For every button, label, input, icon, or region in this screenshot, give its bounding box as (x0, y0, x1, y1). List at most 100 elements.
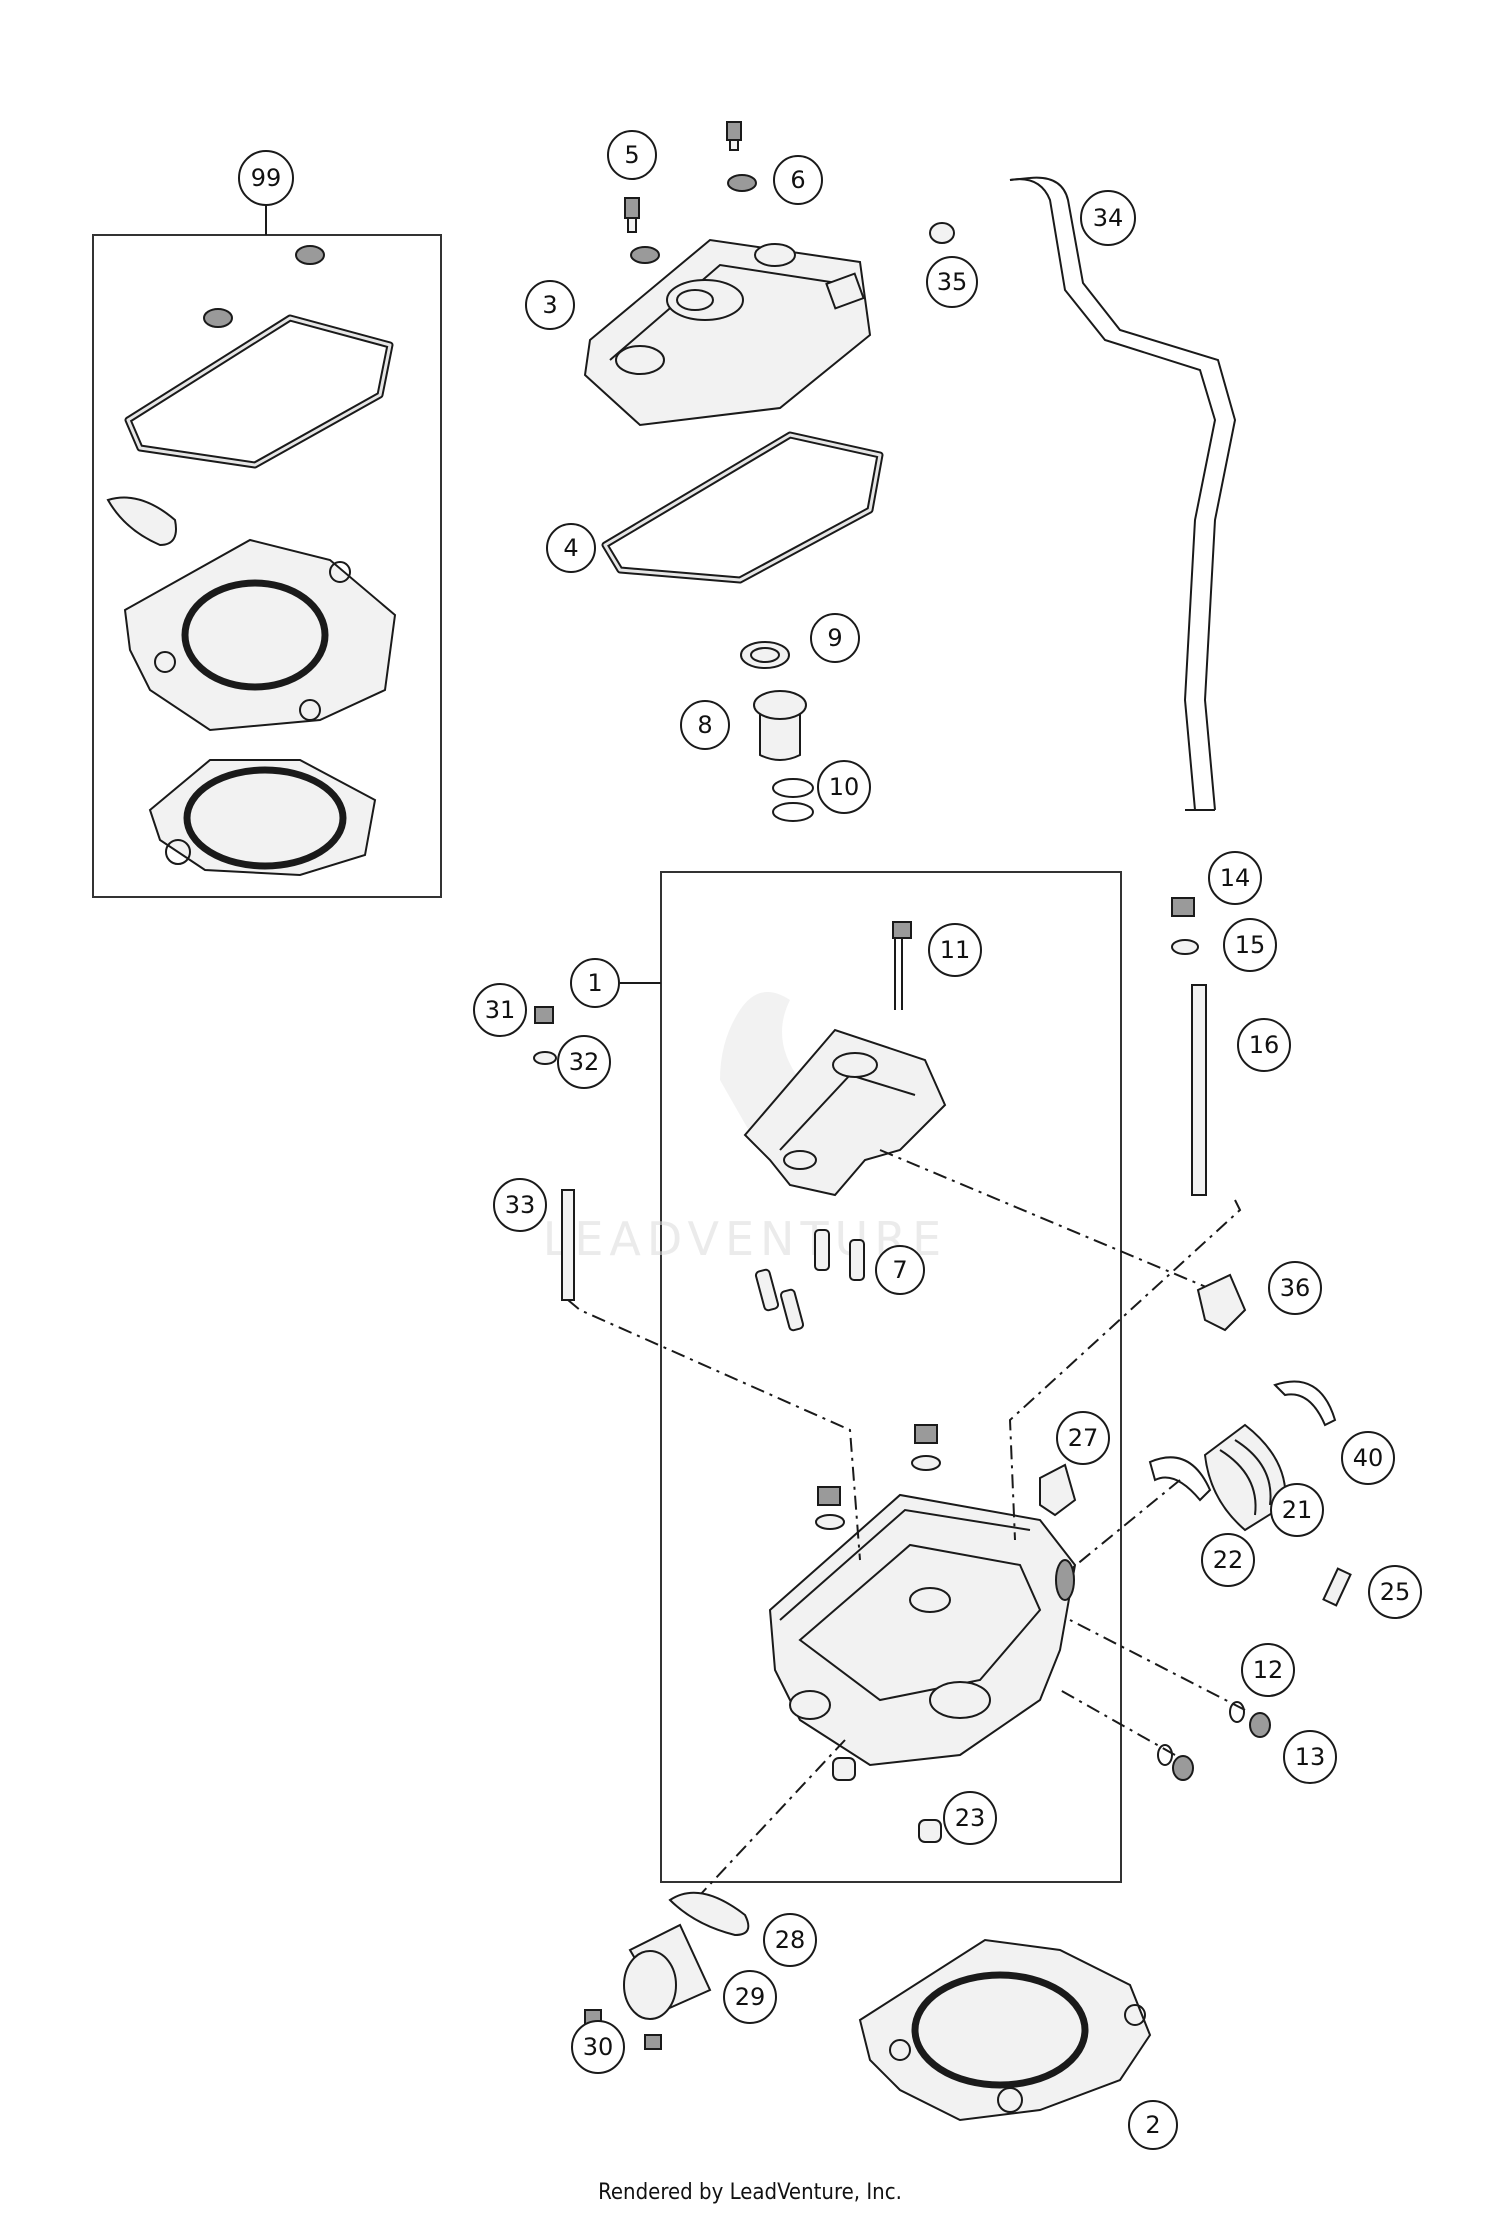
washer-32 (533, 1051, 557, 1065)
bolt-30b (644, 2034, 662, 2050)
svg-text:27: 27 (1068, 1424, 1099, 1452)
svg-text:16: 16 (1249, 1031, 1280, 1059)
o-ring-12 (1229, 1701, 1245, 1723)
bolt-5 (624, 197, 640, 219)
svg-text:7: 7 (892, 1256, 907, 1284)
callout-3: 3 (525, 280, 575, 330)
svg-text:15: 15 (1235, 931, 1266, 959)
valve-cover (583, 238, 872, 427)
svg-text:10: 10 (829, 773, 860, 801)
plug-13a (1249, 1712, 1271, 1738)
guide-3 (754, 1268, 780, 1312)
guide-2 (849, 1239, 865, 1281)
head-gasket-group (858, 1938, 1152, 2122)
callout-27: 27 (1056, 1411, 1110, 1465)
callout-7: 7 (875, 1245, 925, 1295)
callout-30: 30 (571, 2020, 625, 2074)
washer-15 (1171, 939, 1199, 955)
callout-23: 23 (943, 1791, 997, 1845)
svg-text:31: 31 (485, 996, 516, 1024)
callout-40: 40 (1341, 1431, 1395, 1485)
callout-5: 5 (607, 130, 657, 180)
callout-29: 29 (723, 1970, 777, 2024)
nut-upper (914, 1424, 938, 1444)
watermark-text: LEADVENTURE (543, 1212, 948, 1266)
sensor-36 (1196, 1273, 1247, 1332)
plug-23a (832, 1757, 856, 1781)
svg-text:40: 40 (1353, 1444, 1384, 1472)
callout-2: 2 (1128, 2100, 1178, 2150)
hose-clamp-35 (929, 222, 955, 244)
kit-valve-cover-gasket (124, 314, 394, 469)
callout-32: 32 (557, 1035, 611, 1089)
breather-hose (1009, 178, 1217, 811)
svg-text:14: 14 (1220, 864, 1251, 892)
svg-text:5: 5 (624, 141, 639, 169)
callout-11: 11 (928, 923, 982, 977)
callout-34: 34 (1080, 190, 1136, 246)
callout-15: 15 (1223, 918, 1277, 972)
cover-bolts (624, 121, 757, 233)
kit-head-gasket (123, 538, 397, 732)
plug-23b (918, 1819, 942, 1843)
nut-31 (534, 1006, 554, 1024)
svg-text:22: 22 (1213, 1546, 1244, 1574)
svg-text:8: 8 (697, 711, 712, 739)
svg-text:30: 30 (583, 2033, 614, 2061)
nut-14 (1171, 897, 1195, 917)
svg-text:12: 12 (1253, 1656, 1284, 1684)
callout-16: 16 (1237, 1018, 1291, 1072)
washer-6 (727, 174, 757, 192)
svg-text:11: 11 (940, 936, 971, 964)
studs-right (1171, 897, 1207, 1196)
callout-8: 8 (680, 700, 730, 750)
callout-6: 6 (773, 155, 823, 205)
kit-seal-top (295, 245, 325, 265)
callout-1: 1 (570, 958, 620, 1008)
o-ring-10b (772, 802, 814, 822)
callout-21: 21 (1270, 1483, 1324, 1537)
callout-25: 25 (1368, 1565, 1422, 1619)
callout-13: 13 (1283, 1730, 1337, 1784)
svg-text:21: 21 (1282, 1496, 1313, 1524)
callout-36: 36 (1268, 1261, 1322, 1315)
clamp-40 (1273, 1380, 1337, 1427)
callout-28: 28 (763, 1913, 817, 1967)
cylinder-head-box (660, 871, 1122, 1883)
right-small-parts (1039, 1273, 1352, 1781)
kit-seal-left (203, 308, 233, 328)
svg-text:4: 4 (563, 534, 578, 562)
valve-cover-group (583, 238, 884, 584)
cylinder-head (768, 1493, 1077, 1767)
seal-9 (740, 641, 790, 669)
svg-text:36: 36 (1280, 1274, 1311, 1302)
gasket-kit-group (92, 205, 442, 898)
valve-cover-gasket (601, 431, 884, 584)
plug-13b (1172, 1755, 1194, 1781)
svg-text:33: 33 (505, 1191, 536, 1219)
o-ring-10a (772, 778, 814, 798)
temp-sensor-25 (1322, 1567, 1352, 1607)
svg-text:35: 35 (937, 268, 968, 296)
callouts: 99 5 6 3 4 34 35 9 8 10 14 15 11 1 16 31… (238, 130, 1422, 2150)
guide-1 (814, 1229, 830, 1271)
filler-group (740, 641, 814, 822)
clamp-22 (1148, 1456, 1212, 1502)
cylinder-head-group (768, 1424, 1077, 1843)
watermark: LEADVENTURE (543, 992, 948, 1266)
camshaft-carrier-group (743, 921, 947, 1197)
svg-text:32: 32 (569, 1048, 600, 1076)
assembly-lines (567, 1149, 1246, 1896)
svg-text:9: 9 (827, 624, 842, 652)
svg-text:28: 28 (775, 1926, 806, 1954)
callout-12: 12 (1241, 1643, 1295, 1697)
bolt-6-top (726, 121, 742, 141)
stud-16 (1191, 984, 1207, 1196)
intake-group (1148, 1380, 1337, 1532)
bolt-11-head (892, 921, 912, 939)
breather-hose-group (929, 176, 1237, 811)
stud-33 (561, 1189, 575, 1301)
callout-31: 31 (473, 983, 527, 1037)
callout-33: 33 (493, 1178, 547, 1232)
